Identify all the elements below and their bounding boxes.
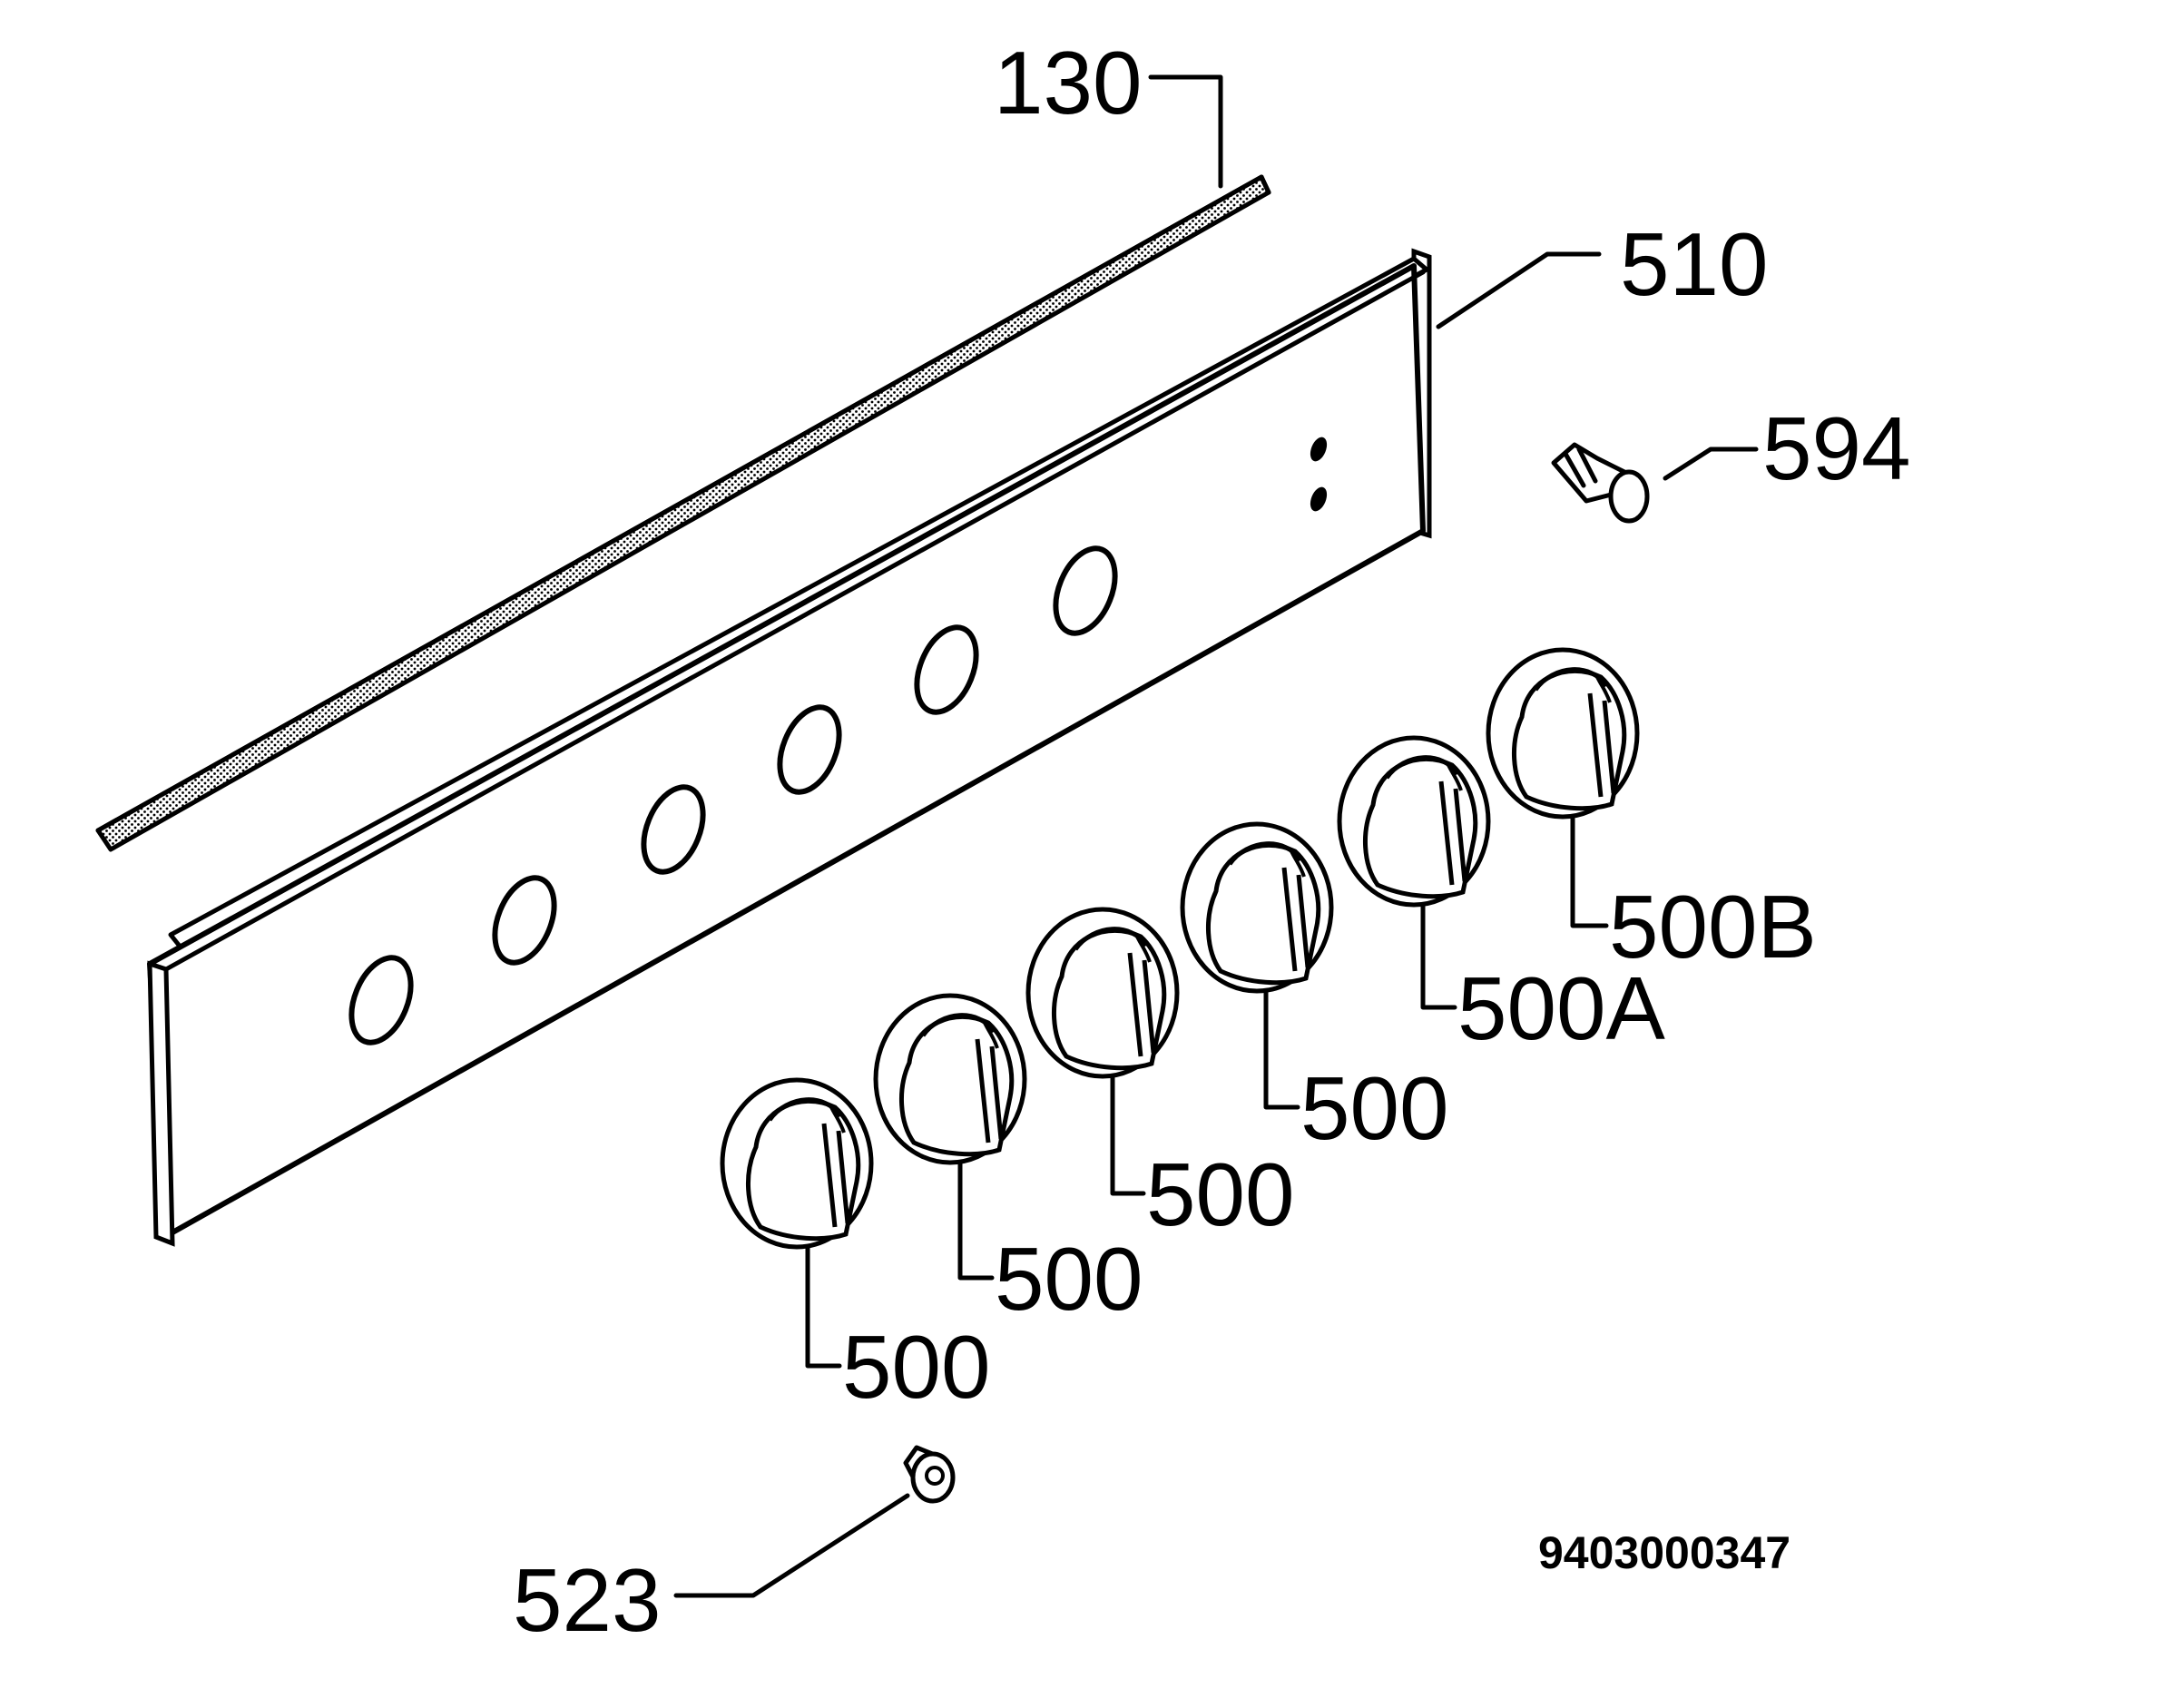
callout-knob-1: 500	[842, 1317, 991, 1417]
leader-knob-1	[805, 1245, 842, 1369]
knob-part-2	[876, 996, 1025, 1163]
knob-part-3	[1028, 909, 1177, 1076]
callout-knob-3: 500	[1146, 1144, 1295, 1244]
leader-510	[1436, 251, 1602, 329]
callout-knob-2: 500	[995, 1229, 1143, 1329]
trim-strip-part	[95, 174, 1271, 852]
callout-knob-5: 500A	[1457, 958, 1666, 1058]
callout-130: 130	[994, 33, 1143, 133]
leader-knob-3	[1110, 1075, 1146, 1196]
indicator-lamp-part	[1551, 442, 1650, 524]
knob-part-5	[1339, 738, 1488, 905]
knob-part-4	[1182, 824, 1331, 991]
lamp-holes	[1310, 437, 1328, 512]
leader-knob-2	[957, 1161, 995, 1281]
callout-523: 523	[513, 1550, 662, 1650]
knob-part-1	[722, 1080, 871, 1247]
callout-knob-6: 500B	[1609, 877, 1817, 977]
callout-510: 510	[1620, 214, 1769, 314]
drawing-number: 9403000347	[1538, 1527, 1790, 1578]
callout-labels: 130 510 594 500 500 500 500 500A 500B 52…	[513, 33, 1911, 1650]
knob-holes	[348, 545, 1118, 1045]
leader-knob-5	[1420, 903, 1457, 1010]
screw-part	[903, 1445, 956, 1504]
leader-lines	[673, 74, 1759, 1598]
callout-knob-4: 500	[1300, 1058, 1449, 1158]
leader-knob-4	[1263, 988, 1300, 1110]
leader-knob-6	[1570, 814, 1609, 928]
leader-130	[1148, 74, 1223, 189]
knob-part-6	[1488, 650, 1637, 817]
leader-523	[673, 1493, 910, 1598]
control-panel-part	[147, 248, 1432, 1247]
callout-594: 594	[1762, 398, 1911, 498]
leader-594	[1663, 447, 1759, 481]
